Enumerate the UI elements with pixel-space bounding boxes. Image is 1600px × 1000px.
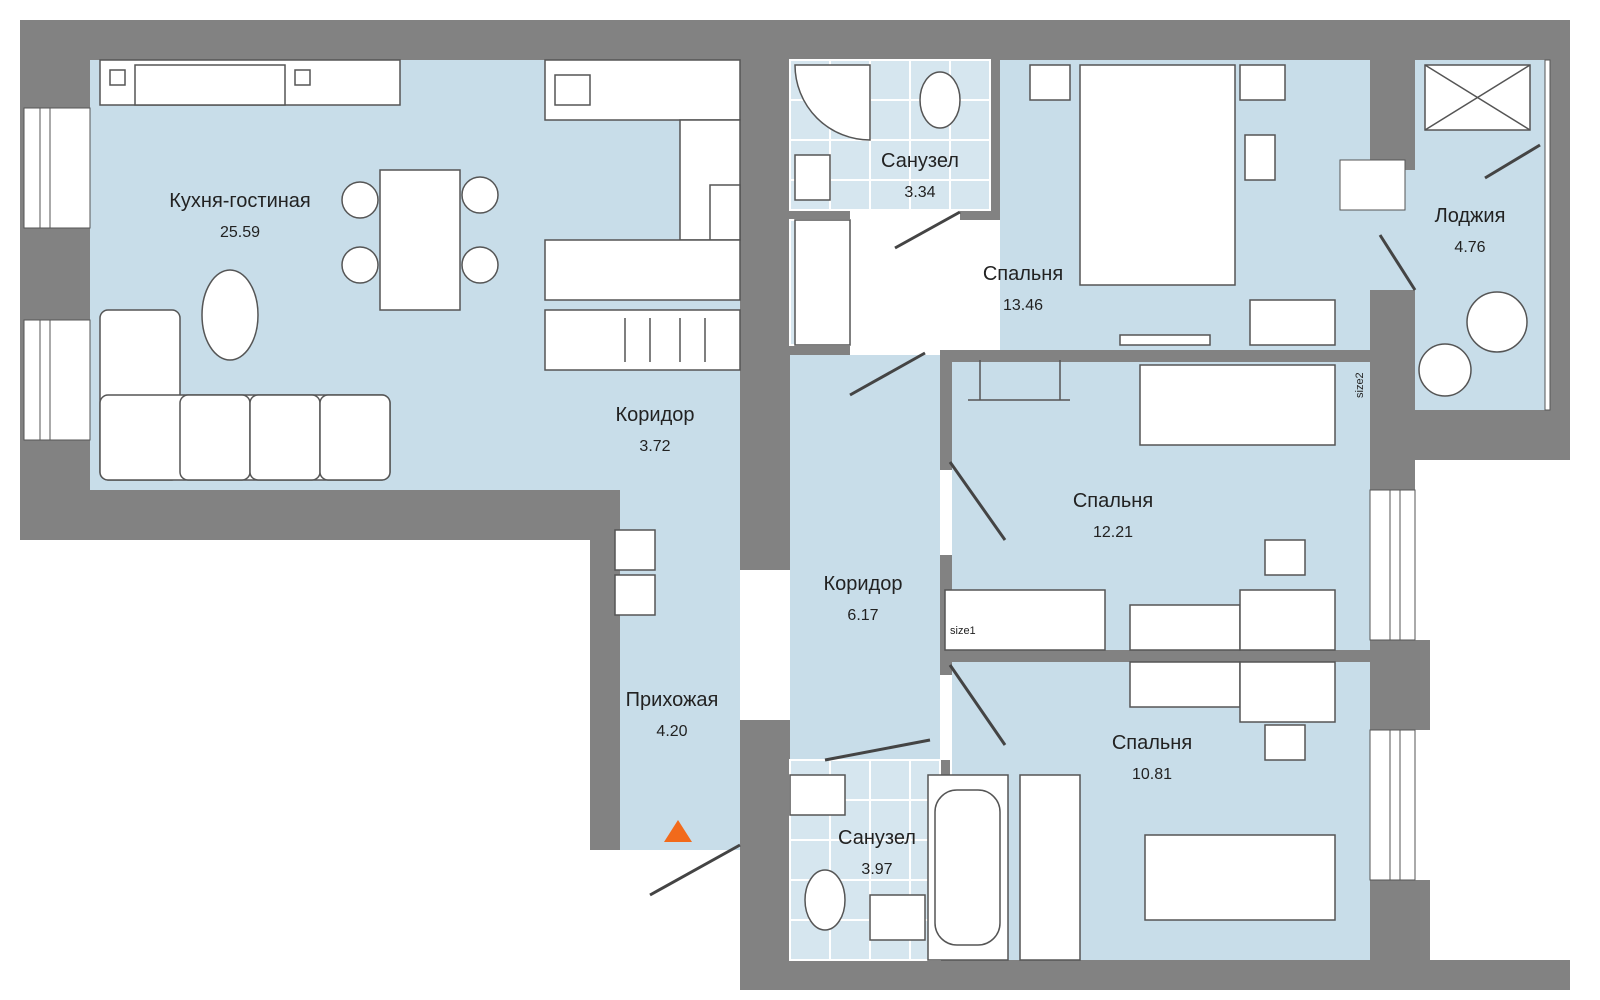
svg-text:Санузел: Санузел [838,827,916,849]
svg-text:10.81: 10.81 [1132,766,1172,783]
hall-fixtures [614,529,656,616]
svg-text:4.20: 4.20 [656,723,687,740]
room-label-corridor-1: Коридор 3.72 [616,404,695,455]
size-marker-1: size1 [950,625,976,637]
bedroom-2-furniture [944,360,1336,651]
svg-text:Спальня: Спальня [1073,490,1153,512]
bathroom-bottom-fixtures [789,774,1009,961]
entrance-marker-icon [664,820,692,842]
bedroom-1-furniture [1029,64,1336,346]
svg-text:25.59: 25.59 [220,224,260,241]
room-label-kitchen-living: Кухня-гостиная 25.59 [169,190,311,241]
living-furniture [99,59,499,481]
room-label-bedroom-2: Спальня 12.21 [1073,490,1153,541]
loggia-furniture [1418,64,1531,397]
svg-text:13.46: 13.46 [1003,297,1043,314]
svg-text:Коридор: Коридор [616,404,695,426]
svg-text:Прихожая: Прихожая [626,689,719,711]
svg-text:Коридор: Коридор [824,573,903,595]
room-label-corridor-2: Коридор 6.17 [824,573,903,624]
svg-text:4.76: 4.76 [1454,239,1485,256]
svg-text:Санузел: Санузел [881,150,959,172]
room-label-bedroom-3: Спальня 10.81 [1112,732,1192,783]
svg-text:3.72: 3.72 [639,438,670,455]
room-label-bedroom-1: Спальня 13.46 [983,263,1063,314]
svg-text:Лоджия: Лоджия [1435,205,1506,227]
svg-text:3.34: 3.34 [904,184,935,201]
kitchen-furniture [544,59,741,371]
svg-text:3.97: 3.97 [861,861,892,878]
room-label-bathroom-bottom: Санузел 3.97 [838,827,916,878]
room-label-hallway: Прихожая 4.20 [626,689,719,740]
bedroom-3-furniture [1019,661,1336,961]
svg-text:6.17: 6.17 [847,607,878,624]
svg-text:12.21: 12.21 [1093,524,1133,541]
door-swings [649,143,1541,897]
size-marker-2: size2 [1354,372,1366,398]
svg-text:Спальня: Спальня [1112,732,1192,754]
svg-text:Кухня-гостиная: Кухня-гостиная [169,190,311,212]
windows [23,59,1551,881]
svg-text:Спальня: Спальня [983,263,1063,285]
room-label-loggia: Лоджия 4.76 [1435,205,1506,256]
room-label-bathroom-top: Санузел 3.34 [881,150,959,201]
bathroom-top-fixtures [794,64,961,346]
